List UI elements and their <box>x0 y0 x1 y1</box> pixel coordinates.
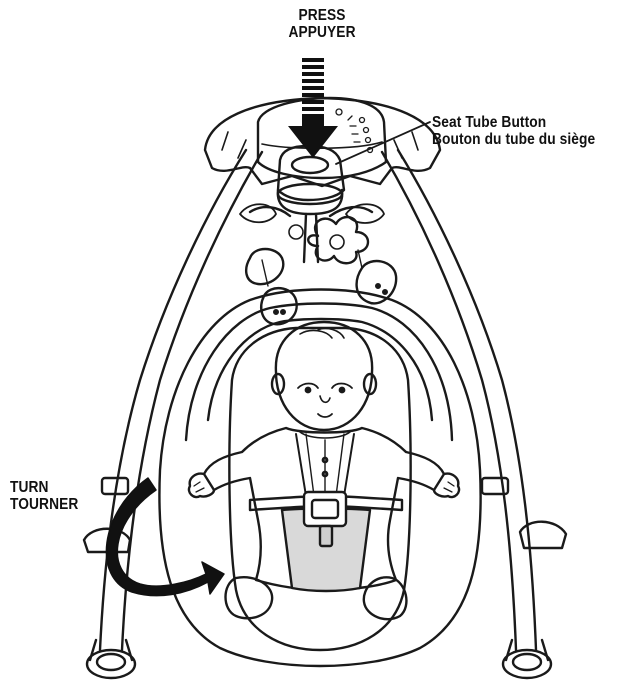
seat-tube-button <box>292 157 328 173</box>
seat-tube-label-fr: Bouton du tube du siège <box>432 131 595 148</box>
turn-label: TURN TOURNER <box>10 479 78 513</box>
press-label-en: PRESS <box>288 7 355 24</box>
press-label: PRESS APPUYER <box>288 7 355 41</box>
press-label-fr: APPUYER <box>288 24 355 41</box>
turn-label-fr: TOURNER <box>10 496 78 513</box>
down-arrow-icon <box>288 58 338 158</box>
harness-buckle <box>304 492 346 526</box>
turn-label-en: TURN <box>10 479 78 496</box>
seat-tube-button-label: Seat Tube Button Bouton du tube du siège <box>432 114 595 148</box>
mobile-hub <box>240 146 396 324</box>
seat-tube-label-en: Seat Tube Button <box>432 114 595 131</box>
